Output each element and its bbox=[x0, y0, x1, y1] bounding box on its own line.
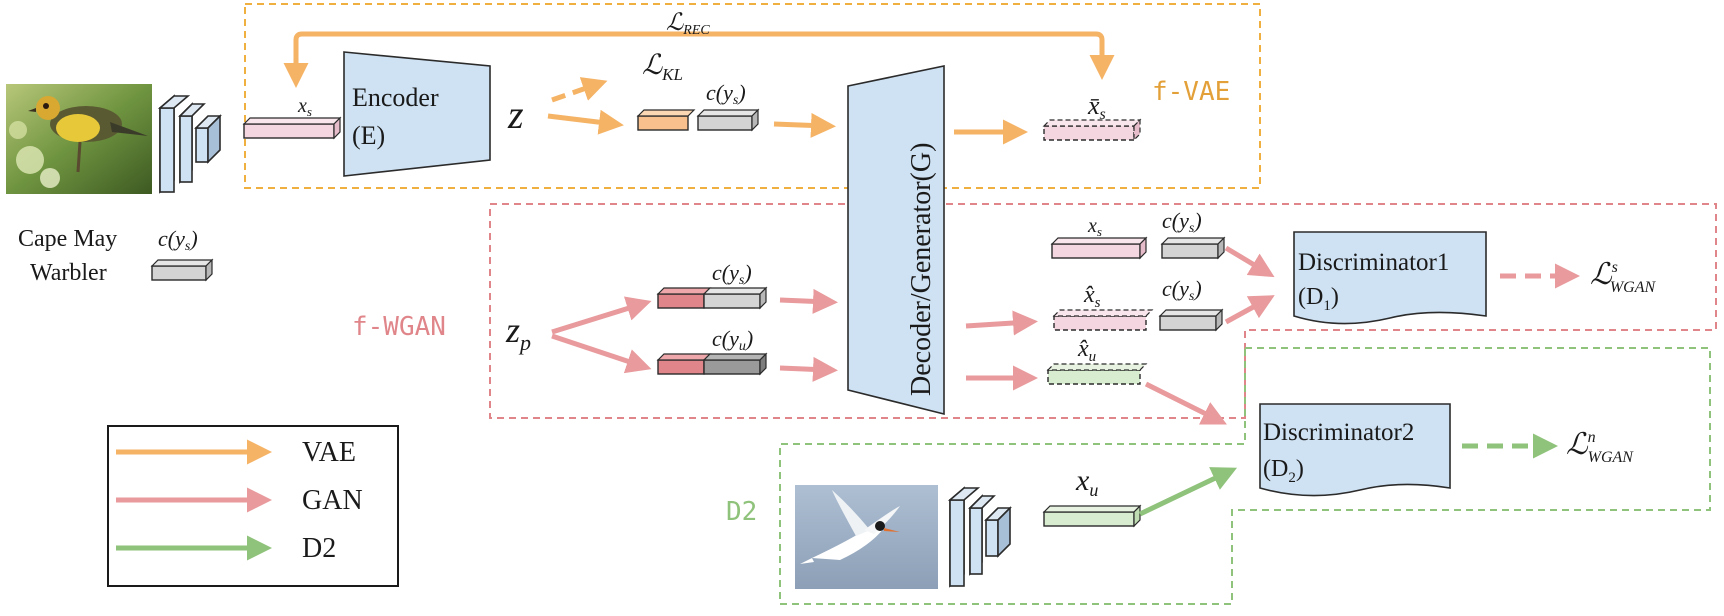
z-concat-vector-top bbox=[636, 108, 760, 132]
f-wgan-label: f-WGAN bbox=[352, 312, 446, 342]
xhat-u-to-disc2-arrow bbox=[1144, 381, 1227, 425]
x-s-vector-top bbox=[242, 116, 342, 140]
class-label-line-2: Warbler bbox=[30, 260, 107, 286]
z-to-vector-arrow bbox=[547, 109, 624, 135]
l-rec-arrow bbox=[283, 31, 1115, 88]
d2-label: D2 bbox=[726, 497, 757, 527]
decoder-generator-label: Decoder/Generator(G) bbox=[906, 143, 937, 396]
c-yu-label-gen: c(yu) bbox=[712, 326, 753, 354]
cnn-stack-top bbox=[157, 94, 222, 194]
c-ys-class-vector bbox=[150, 258, 214, 282]
x-bar-s-vector bbox=[1042, 118, 1142, 142]
x-u-label: xu bbox=[1075, 464, 1098, 500]
cnn-stack-bottom bbox=[947, 486, 1012, 588]
l-kl-arrow bbox=[551, 77, 608, 103]
c-ys-label-disc-1: c(ys) bbox=[1162, 208, 1202, 236]
zp-to-cyu-arrow bbox=[551, 333, 652, 374]
x-s-label-disc: xs bbox=[1087, 215, 1102, 239]
c-ys-label-class: c(ys) bbox=[158, 226, 198, 254]
legend-items: VAE GAN D2 bbox=[116, 437, 363, 564]
legend-label-d2: D2 bbox=[302, 533, 336, 564]
x-hat-s-label: x̂s bbox=[1083, 282, 1101, 311]
encoder-label-2: (E) bbox=[352, 121, 385, 150]
cys-to-decoder-arrow bbox=[779, 288, 838, 314]
z-p-label: zp bbox=[505, 310, 531, 355]
c-ys-label-top: c(ys) bbox=[706, 80, 746, 108]
warbler-photo bbox=[6, 84, 152, 194]
f-wgan-region-box bbox=[489, 203, 1717, 419]
xu-to-disc2-arrow bbox=[1138, 467, 1238, 517]
discriminator-1-block bbox=[1293, 231, 1487, 325]
encoder-label-1: Encoder bbox=[352, 83, 439, 112]
legend-label-vae: VAE bbox=[302, 437, 356, 468]
discriminator-1-sub: (D1) bbox=[1298, 284, 1339, 314]
tern-photo bbox=[795, 485, 938, 589]
f-vae-region-box bbox=[244, 3, 1261, 189]
cyu-to-decoder-arrow bbox=[779, 356, 838, 382]
x-hat-u-label: x̂u bbox=[1077, 336, 1096, 365]
legend-label-gan: GAN bbox=[302, 485, 363, 516]
zp-to-cys-arrow bbox=[551, 296, 652, 335]
x-hat-s-vector bbox=[1052, 309, 1154, 331]
discriminator-1-label: Discriminator1 bbox=[1298, 249, 1449, 276]
c-ys-vector-disc-2 bbox=[1158, 308, 1224, 332]
x-bar-s-label: x̄s bbox=[1087, 91, 1106, 123]
x-s-label-top: xs bbox=[297, 95, 312, 119]
vector-to-decoder-arrow bbox=[773, 112, 836, 138]
c-ys-label-gen: c(ys) bbox=[712, 260, 752, 288]
c-ys-vector-disc-1 bbox=[1160, 236, 1226, 260]
l-rec-label: ℒREC bbox=[666, 10, 710, 38]
zp-cys-vector bbox=[656, 286, 768, 310]
fake-to-disc1-arrow bbox=[1224, 295, 1275, 325]
discriminator-2-sub: (D2) bbox=[1263, 456, 1304, 486]
discriminator-2-block bbox=[1259, 403, 1451, 497]
x-s-vector-disc bbox=[1050, 236, 1148, 260]
z-label: z bbox=[507, 92, 524, 137]
decoder-to-xhat-s-arrow bbox=[965, 310, 1038, 336]
f-vae-label: f-VAE bbox=[1152, 77, 1230, 107]
encoder-block bbox=[343, 51, 491, 177]
c-ys-label-disc-2: c(ys) bbox=[1162, 276, 1202, 304]
class-label-line-1: Cape May bbox=[18, 226, 117, 252]
discriminator-2-label: Discriminator2 bbox=[1263, 419, 1414, 446]
x-hat-u-vector bbox=[1046, 363, 1148, 385]
l-kl-label: ℒKL bbox=[642, 50, 683, 84]
x-u-vector bbox=[1042, 504, 1142, 528]
real-to-disc1-arrow bbox=[1224, 245, 1275, 278]
zp-cyu-vector bbox=[656, 352, 768, 376]
d2-region-box bbox=[779, 347, 1711, 605]
